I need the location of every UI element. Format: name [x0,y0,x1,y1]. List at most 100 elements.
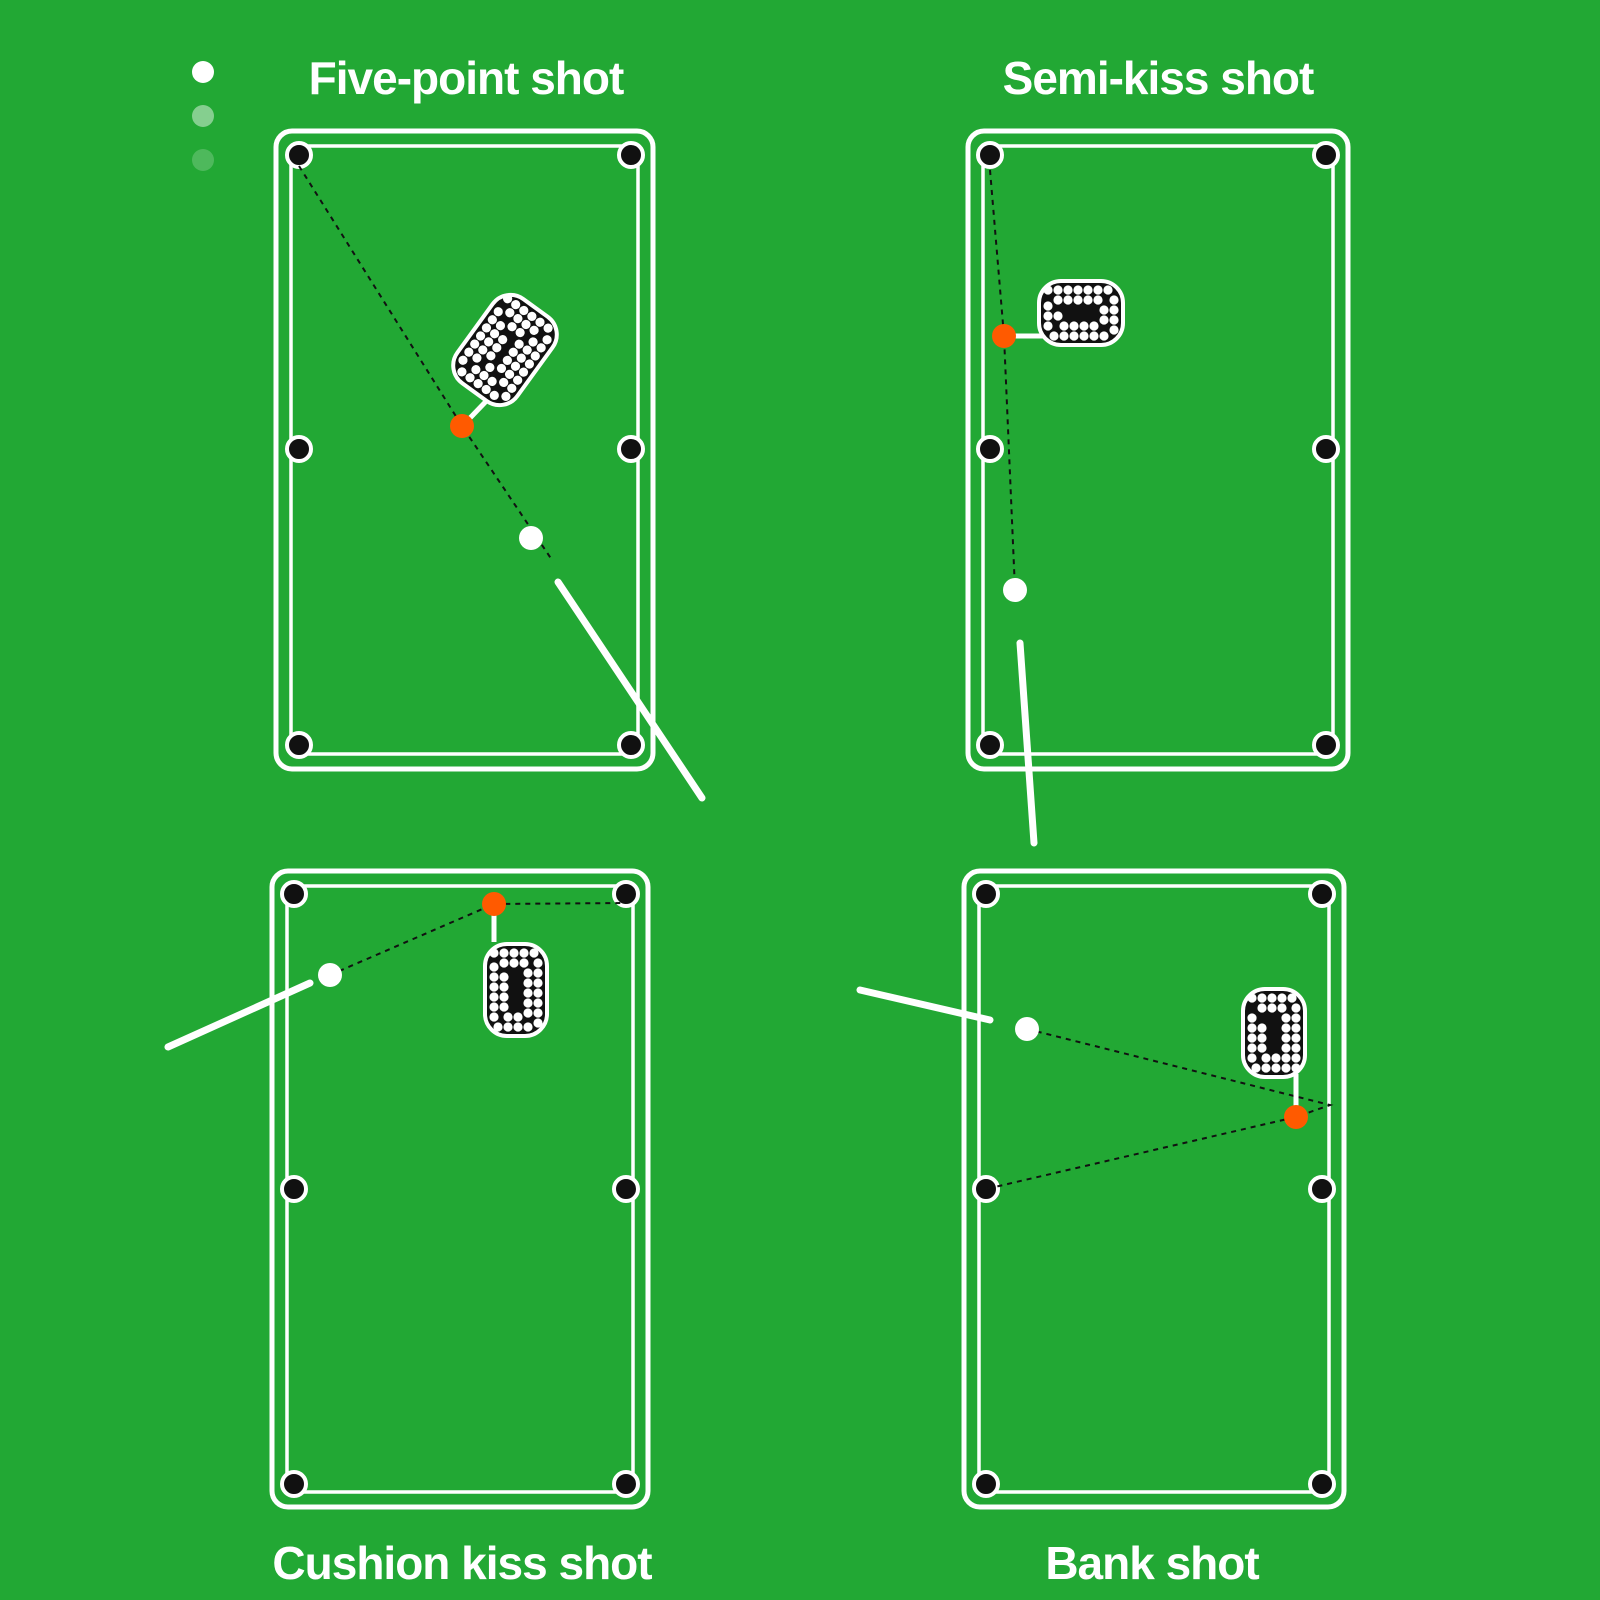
spiral-ball [1099,331,1109,341]
spiral-ball [1271,1053,1281,1063]
spiral-ball [1281,1023,1291,1033]
spiral-ball [509,958,519,968]
spiral-ball [1089,331,1099,341]
spiral-ball [1291,1053,1301,1063]
pocket-icon [612,1470,640,1498]
five-point-shot-title: Five-point shot [308,52,625,104]
pocket-icon [617,731,645,759]
pocket-icon [1312,141,1340,169]
spiral-ball [1053,295,1063,305]
spiral-ball [1103,285,1113,295]
pocket-icon [976,731,1004,759]
spiral-ball [507,383,517,393]
spiral-ball [1287,993,1297,1003]
pocket-icon [280,1470,308,1498]
spiral-ball [479,370,489,381]
pager-dot-active[interactable] [192,61,214,83]
spiral-ball [1261,1053,1271,1063]
object-ball-icon [992,324,1016,348]
spiral-ball [1059,331,1069,341]
spiral-ball [519,948,529,958]
spiral-ball [481,384,491,395]
spiral-ball [499,948,509,958]
spiral-ball [1089,321,1099,331]
spiral-ball [1271,1063,1281,1073]
spiral-ball [486,351,496,361]
spiral-ball [1257,1003,1267,1013]
spiral-ball [493,1022,503,1032]
pocket-icon [1308,1470,1336,1498]
spiral-ball [1079,321,1089,331]
spiral-ball [1257,1033,1267,1043]
pool-table-icon [269,868,651,1510]
pocket-icon [285,731,313,759]
spiral-ball [1281,1063,1291,1073]
table-cushion [981,144,1335,756]
pocket-icon [972,880,1000,908]
spiral-ball [465,373,475,383]
aim-line [329,902,627,976]
spiral-ball [1247,1013,1257,1023]
pocket-icon [1312,731,1340,759]
spiral-ball [503,294,513,304]
spiral-ball [503,1012,513,1022]
spiral-ball [1063,295,1073,305]
spiral-ball [524,359,535,369]
spiral-ball [502,355,512,365]
spiral-ball [513,314,523,324]
spiral-ball [513,1022,523,1032]
spiral-ball [1099,305,1109,315]
spiral-ball [533,1008,543,1018]
spiral-ball [523,978,533,988]
spiral-ball-path-icon [483,942,549,1038]
spiral-ball [1099,315,1109,325]
spiral-ball [505,308,515,318]
spiral-ball [1049,331,1059,341]
object-ball-icon [1284,1105,1308,1129]
pager-dot[interactable] [192,105,214,127]
pocket-icon [617,435,645,463]
spiral-ball [1053,285,1063,295]
pocket-icon [976,141,1004,169]
spiral-ball [1093,295,1103,305]
spiral-ball [499,377,509,388]
spiral-ball [1059,321,1069,331]
spiral-ball [484,337,494,347]
spiral-ball [481,323,492,333]
pager-dot[interactable] [192,149,214,171]
cue-ball-icon [318,963,342,987]
pool-table-icon [965,128,1351,772]
spiral-ball [533,958,543,968]
spiral-ball [1053,311,1063,321]
spiral-ball [1043,301,1053,311]
spiral-ball [523,1022,533,1032]
spiral-ball-path-icon [1241,987,1307,1079]
bank-diagram [856,868,1347,1510]
spiral-ball [507,322,517,332]
spiral-ball [536,343,546,353]
spiral-ball [1281,1053,1291,1063]
spiral-ball [1291,1003,1301,1013]
spiral-ball [1291,1023,1301,1033]
cue-ball-icon [1003,578,1027,602]
spiral-ball [489,329,500,339]
spiral-ball [471,365,481,375]
cue-stick-icon [856,986,994,1024]
spiral-ball [1069,331,1079,341]
spiral-ball [489,390,499,400]
spiral-ball [1043,311,1053,321]
cue-stick-icon [164,979,314,1051]
spiral-ball [1267,1003,1277,1013]
spiral-ball [489,948,499,958]
spiral-ball [1291,1063,1301,1073]
spiral-ball [535,317,545,327]
spiral-ball [496,363,507,374]
spiral-outline [451,292,559,408]
spiral-ball [504,369,515,379]
spiral-ball [510,361,521,371]
spiral-outline [1241,987,1307,1079]
cushion-kiss-diagram [164,868,651,1510]
pocket-icon [285,435,313,463]
